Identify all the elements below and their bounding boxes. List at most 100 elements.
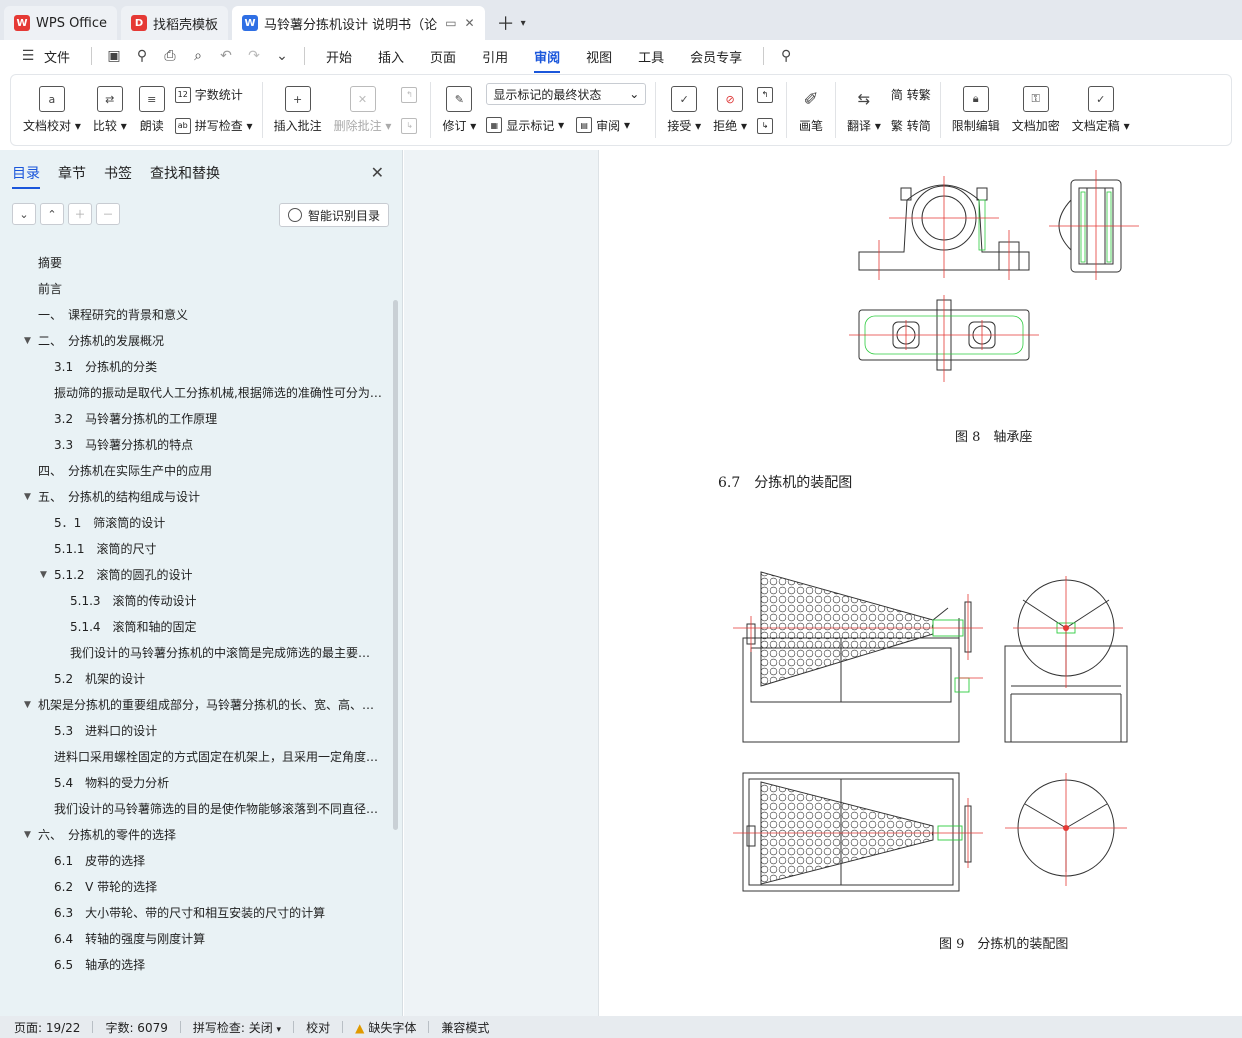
print-icon[interactable]: ⎙	[164, 48, 176, 64]
chevron-down-icon[interactable]: ▾	[520, 17, 526, 29]
encrypt-button[interactable]: ⚿ 文档加密	[1006, 79, 1066, 141]
menu-member[interactable]: 会员专享	[690, 50, 743, 66]
proof-button[interactable]: 校对	[306, 1020, 331, 1035]
markup-group: 显示标记的最终状态⌄ ▦显示标记 ▾ ▤审阅 ▾	[482, 79, 650, 141]
insert-comment-button[interactable]: + 插入批注	[268, 79, 328, 141]
compare-button[interactable]: ⇄ 比较 ▾	[87, 79, 133, 141]
add-icon[interactable]: ＋	[68, 203, 92, 225]
menu-reference[interactable]: 引用	[482, 50, 509, 66]
tab-bookmarks[interactable]: 书签	[104, 166, 132, 182]
undo-icon[interactable]: ↶	[220, 48, 232, 64]
expand-arrow-icon[interactable]: ▼	[24, 700, 31, 710]
translate-button[interactable]: ⇆ 翻译 ▾	[841, 79, 887, 141]
pen-button[interactable]: ✐ 画笔	[792, 79, 830, 141]
menu-review[interactable]: 审阅	[534, 47, 561, 73]
toc-item[interactable]: 5.3 进料口的设计	[54, 724, 158, 738]
tab-toc[interactable]: 目录	[12, 163, 40, 189]
to-traditional-button[interactable]: 简 转繁	[890, 88, 931, 102]
next-change-button[interactable]: ↳	[757, 114, 777, 138]
toc-item[interactable]: 我们设计的马铃薯分拣机的中滚筒是完成筛选的最主要…	[70, 646, 371, 660]
toc-item[interactable]: 二、 分拣机的发展概况	[38, 334, 165, 348]
tab-docer[interactable]: D 找稻壳模板	[121, 6, 229, 40]
remove-icon[interactable]: －	[96, 203, 120, 225]
toc-item[interactable]: 6.4 转轴的强度与刚度计算	[54, 932, 206, 946]
toc-item[interactable]: 5.1.2 滚筒的圆孔的设计	[54, 568, 193, 582]
new-tab-button[interactable]: ＋ ▾	[496, 14, 526, 35]
tab-document[interactable]: W 马铃薯分拣机设计 说明书（论 ▭ ✕	[232, 6, 485, 40]
tab-chapters[interactable]: 章节	[58, 166, 86, 182]
monitor-icon[interactable]: ▭	[445, 16, 457, 30]
toc-item[interactable]: 5.1.1 滚筒的尺寸	[54, 542, 157, 556]
toc-item[interactable]: 进料口采用螺栓固定的方式固定在机架上，且采用一定角度…	[54, 750, 379, 764]
doc-check-button[interactable]: a 文档校对 ▾	[17, 79, 87, 141]
toc-item[interactable]: 5．1 筛滚筒的设计	[54, 516, 166, 530]
toc-item[interactable]: 3.3 马铃薯分拣机的特点	[54, 438, 194, 452]
toc-item[interactable]: 6.5 轴承的选择	[54, 958, 146, 972]
toc-item[interactable]: 5.1.3 滚筒的传动设计	[70, 594, 197, 608]
toc-item[interactable]: 6.3 大小带轮、带的尺寸和相互安装的尺寸的计算	[54, 906, 326, 920]
toc-item[interactable]: 机架是分拣机的重要组成部分，马铃薯分拣机的长、宽、高、…	[38, 698, 375, 712]
toc-item[interactable]: 5.2 机架的设计	[54, 672, 146, 686]
expand-arrow-icon[interactable]: ▼	[40, 570, 47, 580]
expand-arrow-icon[interactable]: ▼	[24, 336, 31, 346]
menu-insert[interactable]: 插入	[378, 50, 405, 66]
tab-wps-office[interactable]: W WPS Office	[4, 6, 118, 40]
word-count-indicator[interactable]: 字数: 6079	[105, 1020, 168, 1035]
document-page[interactable]: 图 8 轴承座 6.7 分拣机的装配图	[598, 150, 1242, 1016]
menu-view[interactable]: 视图	[586, 50, 613, 66]
prev-comment-button[interactable]: ↰	[401, 83, 421, 107]
smart-toc-button[interactable]: 智能识别目录	[278, 203, 389, 227]
show-markup-button[interactable]: ▦显示标记 ▾	[486, 113, 564, 137]
redo-icon[interactable]: ↷	[248, 48, 260, 64]
menu-home[interactable]: 开始	[326, 50, 353, 66]
toc-item[interactable]: 我们设计的马铃薯筛选的目的是使作物能够滚落到不同直径…	[54, 802, 379, 816]
revise-button[interactable]: ✎ 修订 ▾	[436, 79, 482, 141]
menu-tools[interactable]: 工具	[638, 50, 665, 66]
toc-item[interactable]: 四、 分拣机在实际生产中的应用	[38, 464, 213, 478]
toc-item[interactable]: 振动筛的振动是取代人工分拣机械,根据筛选的准确性可分为…	[54, 386, 382, 400]
accept-button[interactable]: ✓ 接受 ▾	[661, 79, 707, 141]
collapse-up-icon[interactable]: ⌃	[40, 203, 64, 225]
chevron-down-icon[interactable]: ⌄	[276, 48, 288, 64]
menu-hamburger-icon[interactable]: ☰	[21, 48, 35, 64]
toc-item[interactable]: 6.1 皮带的选择	[54, 854, 146, 868]
toc-item[interactable]: 六、 分拣机的零件的选择	[38, 828, 177, 842]
toc-item[interactable]: 五、 分拣机的结构组成与设计	[38, 490, 201, 504]
to-simplified-button[interactable]: 繁 转简	[890, 119, 931, 133]
finalize-button[interactable]: ✓ 文档定稿 ▾	[1066, 79, 1136, 141]
restrict-edit-button[interactable]: 🔒︎ 限制编辑	[946, 79, 1006, 141]
toc-scrollbar[interactable]	[393, 300, 398, 830]
toc-item[interactable]: 5.4 物料的受力分析	[54, 776, 170, 790]
toc-item[interactable]: 5.1.4 滚筒和轴的固定	[70, 620, 197, 634]
display-state-dropdown[interactable]: 显示标记的最终状态⌄	[486, 83, 647, 105]
save-icon[interactable]: ▣	[107, 48, 121, 64]
expand-arrow-icon[interactable]: ▼	[24, 830, 31, 840]
expand-down-icon[interactable]: ⌄	[12, 203, 36, 225]
missing-font-button[interactable]: ▲缺失字体	[355, 1019, 416, 1036]
prev-change-button[interactable]: ↰	[757, 83, 777, 107]
file-menu[interactable]: 文件	[44, 50, 71, 66]
close-icon[interactable]: ✕	[370, 163, 384, 182]
next-comment-button[interactable]: ↳	[401, 114, 421, 138]
close-icon[interactable]: ✕	[464, 16, 475, 30]
toc-item[interactable]: 前言	[38, 282, 63, 296]
read-aloud-button[interactable]: ≡ 朗读	[133, 79, 171, 141]
toc-item[interactable]: 6.2 V 带轮的选择	[54, 880, 158, 894]
review-pane-button[interactable]: ▤审阅 ▾	[576, 113, 630, 137]
search-icon[interactable]: ⚲	[781, 48, 792, 64]
share-icon[interactable]: ⚲	[136, 48, 148, 64]
page-indicator[interactable]: 页面: 19/22	[14, 1020, 81, 1035]
delete-comment-button[interactable]: ✕ 删除批注 ▾	[328, 79, 398, 141]
toc-item[interactable]: 3.2 马铃薯分拣机的工作原理	[54, 412, 218, 426]
expand-arrow-icon[interactable]: ▼	[24, 492, 31, 502]
toc-item[interactable]: 一、 课程研究的背景和意义	[38, 308, 189, 322]
reject-button[interactable]: ⊘ 拒绝 ▾	[707, 79, 753, 141]
toc-item[interactable]: 摘要	[38, 256, 63, 270]
menu-page[interactable]: 页面	[430, 50, 457, 66]
spell-check-toggle[interactable]: 拼写检查: 关闭 ▾	[193, 1019, 281, 1036]
print-preview-icon[interactable]: ⌕	[194, 48, 202, 64]
tab-find-replace[interactable]: 查找和替换	[150, 166, 220, 182]
toc-item[interactable]: 3.1 分拣机的分类	[54, 360, 158, 374]
